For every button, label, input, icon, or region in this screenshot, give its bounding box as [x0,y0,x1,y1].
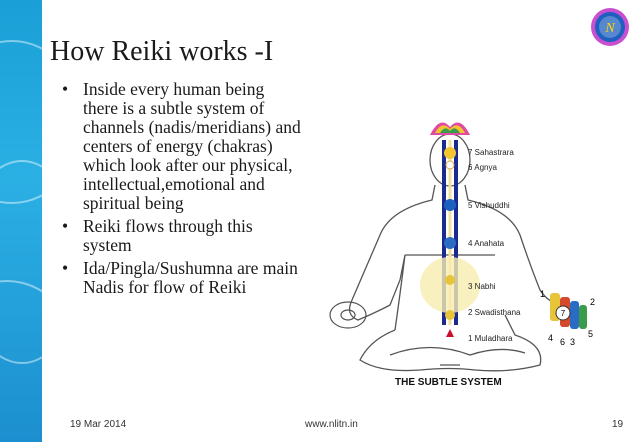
left-decorative-bar [0,0,42,442]
logo-icon: N [591,8,629,46]
chakra-label: 4 Anahata [468,239,505,248]
bullet-item: •Inside every human being there is a sub… [62,79,301,213]
subtle-system-figure: 7 1 2 5 6 3 4 7 Sahastrara 6 Agnya 5 Vis… [329,122,595,388]
chakra-icon [446,329,454,337]
chakra-label: 7 Sahastrara [468,148,514,157]
hand-number-4: 4 [548,333,553,343]
figure-caption: THE SUBTLE SYSTEM [395,377,502,388]
chakra-icon [444,237,456,249]
bullet-item: •Reiki flows through this system [62,216,253,255]
hand-number-7: 7 [561,309,566,318]
chakra-label: 2 Swadisthana [468,308,521,317]
left-hand-icon [329,301,367,329]
slide-title: How Reiki works -I [50,36,274,67]
hand-number-1: 1 [540,289,545,299]
chakra-label: 1 Muladhara [468,334,513,343]
hand-number-3: 3 [570,337,575,347]
hand-number-5: 5 [588,329,593,339]
svg-text:N: N [604,21,615,36]
chakra-icon [445,310,455,320]
chakra-label: 3 Nabhi [468,282,496,291]
footer-page-number: 19 [612,419,624,430]
crown-lotus-icon [430,122,470,135]
chakra-icon [445,275,455,285]
chakra-icon [444,147,456,159]
chakra-icon [445,160,455,170]
chakra-label: 6 Agnya [468,163,497,172]
bullet-list: •Inside every human being there is a sub… [62,80,302,301]
hand-number-6: 6 [560,337,565,347]
bullet-item: •Ida/Pingla/Sushumna are main Nadis for … [62,258,298,297]
footer-url[interactable]: www.nlitn.in [305,419,358,430]
right-hand-icon: 7 1 2 5 6 3 4 [540,289,595,347]
hand-number-2: 2 [590,297,595,307]
footer-date: 19 Mar 2014 [70,419,127,430]
chakra-icon [444,199,456,211]
chakra-label: 5 Vishuddhi [468,201,510,210]
